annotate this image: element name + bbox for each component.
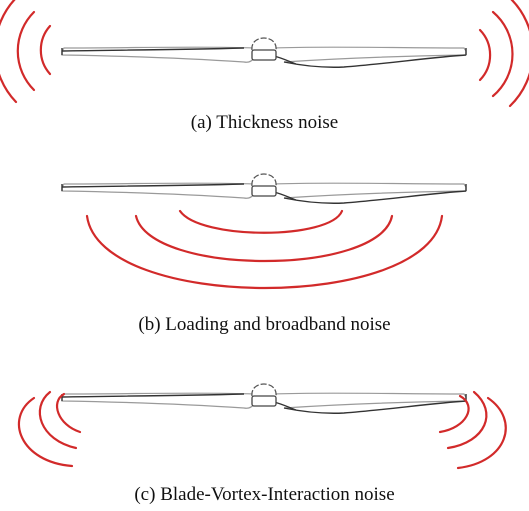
caption-c: (c) Blade-Vortex-Interaction noise xyxy=(134,484,395,505)
propeller-a xyxy=(61,37,467,68)
propeller-c xyxy=(61,383,467,414)
caption-a: (a) Thickness noise xyxy=(190,112,339,133)
panel-b xyxy=(61,173,467,289)
panel-c xyxy=(17,383,507,470)
caption-b: (b) Loading and broadband noise xyxy=(138,314,391,335)
bvi-waves-left xyxy=(17,390,82,468)
bvi-waves-right xyxy=(438,390,507,470)
panel-a xyxy=(0,0,529,108)
thickness-waves-right xyxy=(478,0,529,108)
propeller-b xyxy=(61,173,467,204)
thickness-waves-left xyxy=(0,0,52,104)
loading-waves-below xyxy=(85,209,444,289)
